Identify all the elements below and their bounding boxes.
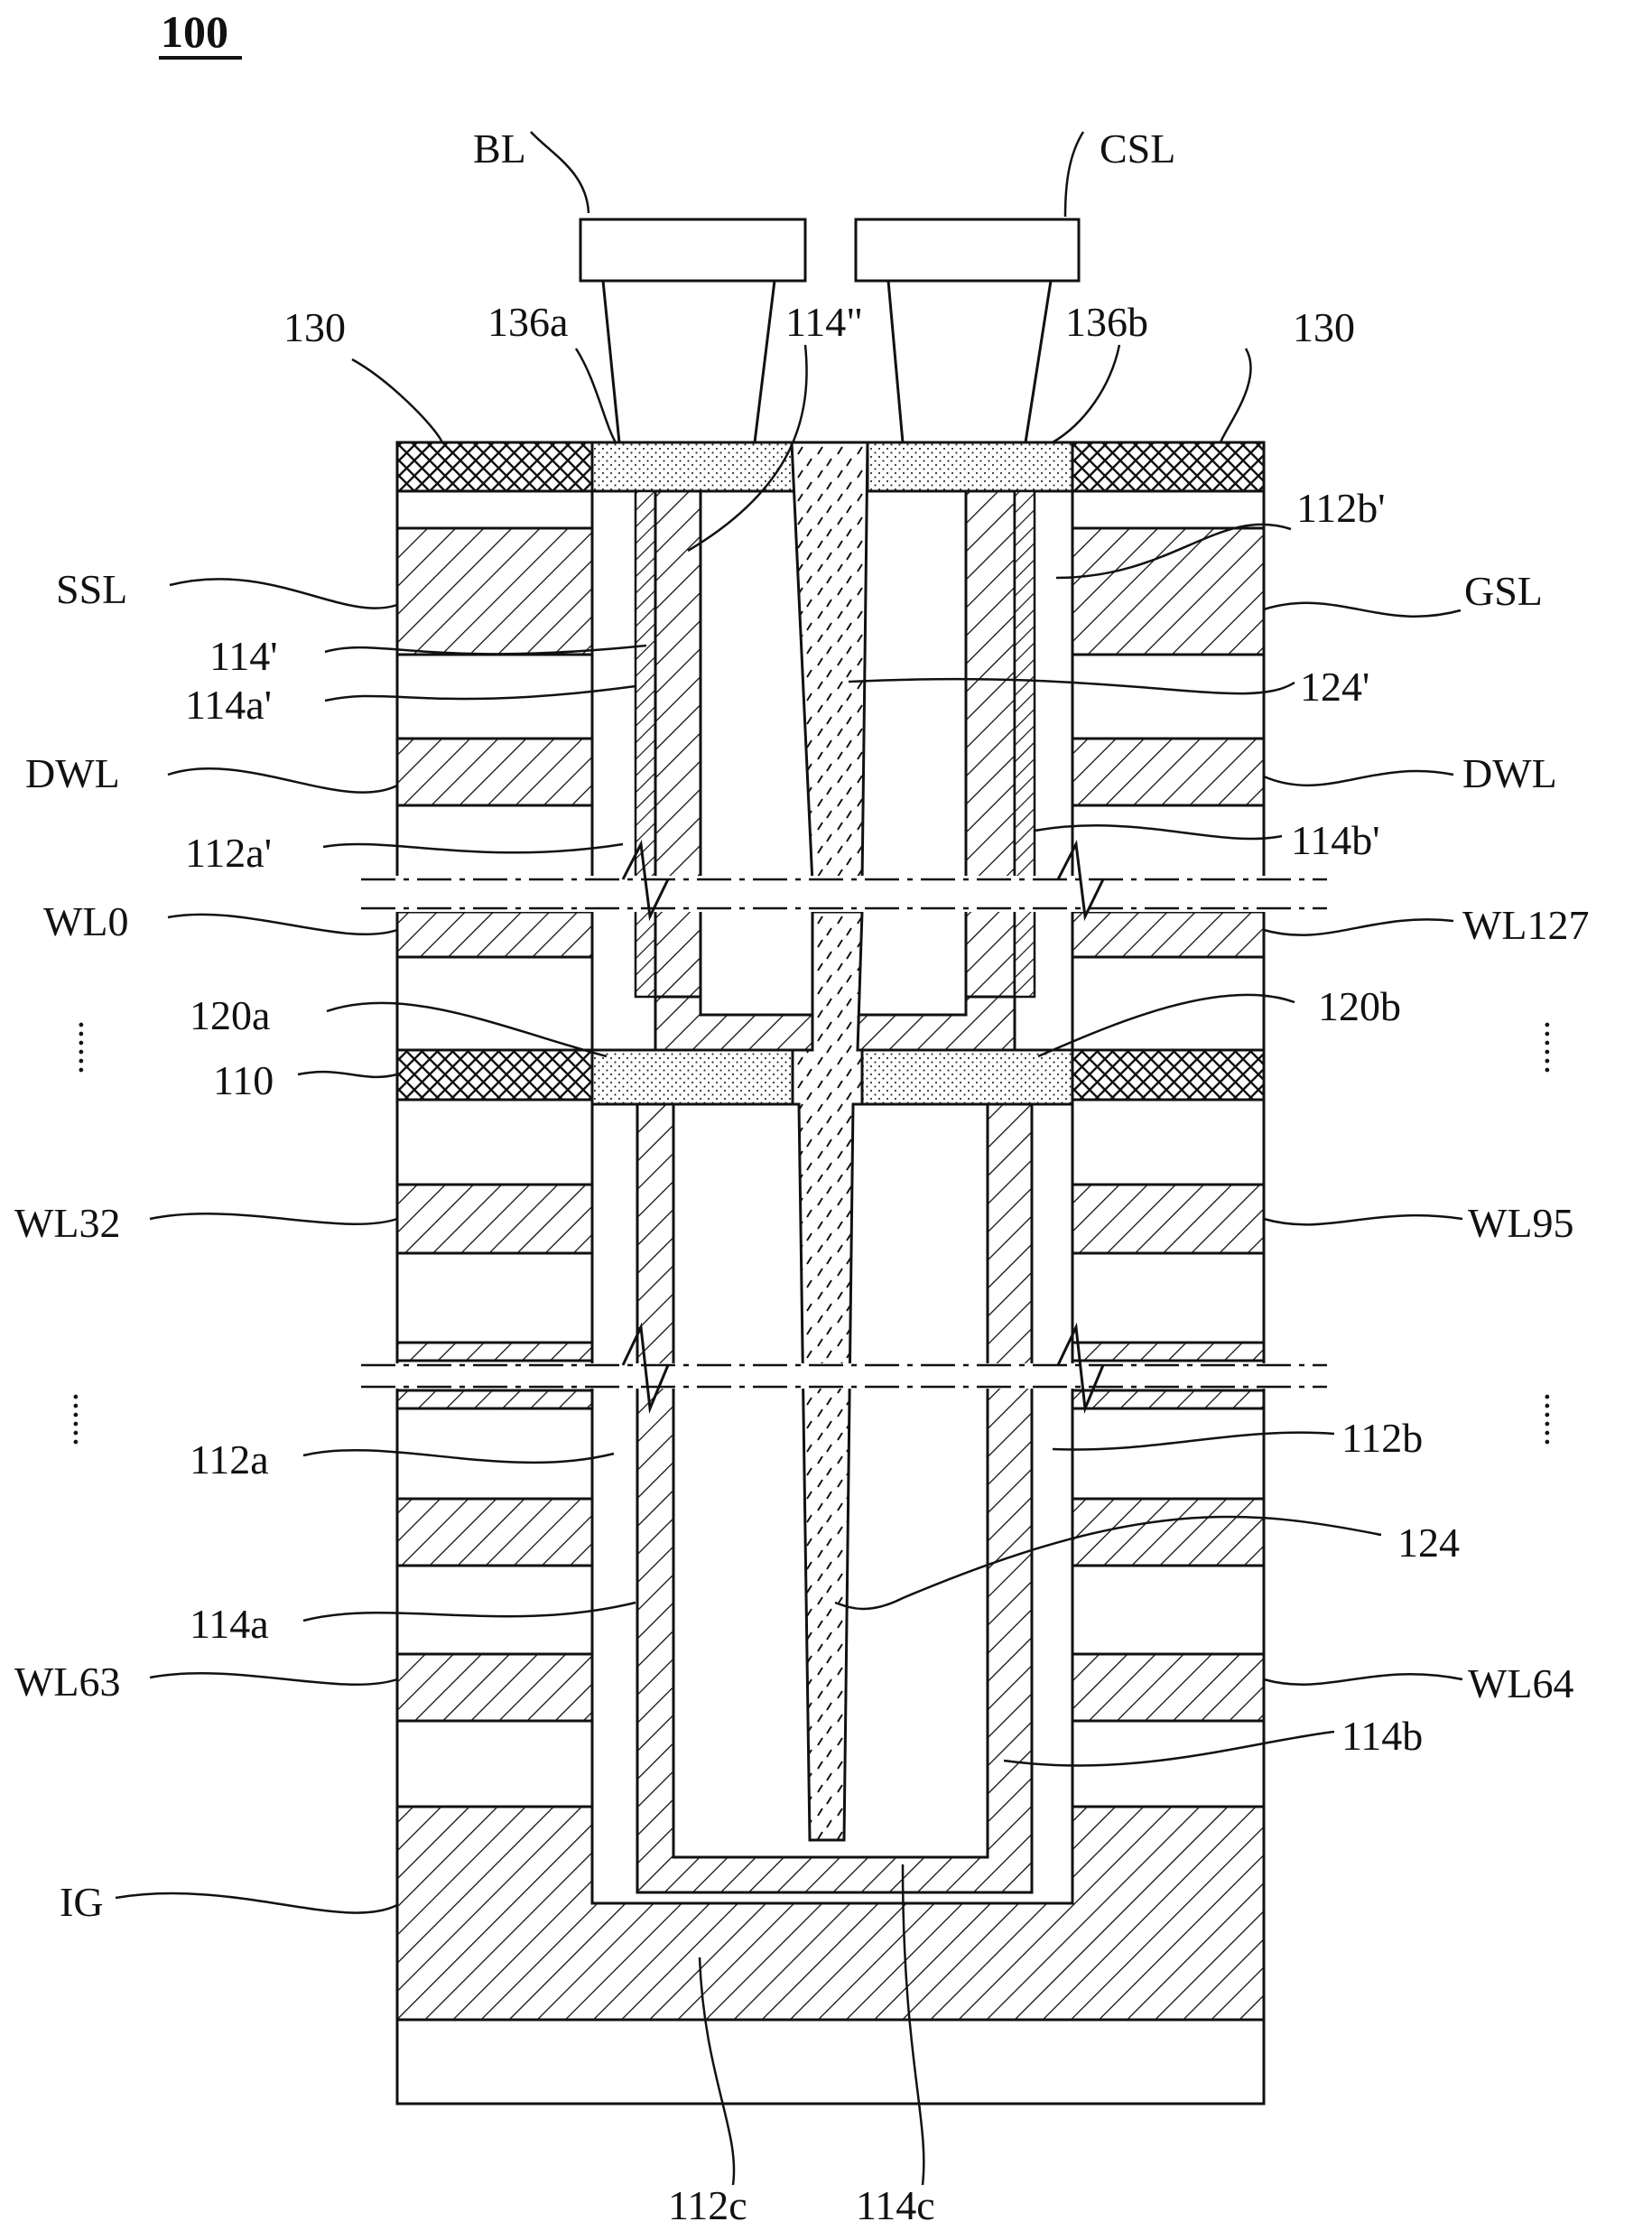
right-layers — [1071, 441, 1266, 1723]
dwl-layer-right — [1071, 737, 1266, 807]
label-114c: 114c — [856, 2182, 935, 2228]
label-wl95: WL95 — [1468, 1200, 1574, 1246]
csl-wire-right — [1024, 280, 1053, 443]
cap-130-right — [1071, 441, 1266, 493]
cap-130-left — [395, 441, 594, 493]
break-layer-right — [1071, 1341, 1266, 1362]
layer-110-right — [1071, 1048, 1266, 1102]
liner-114-prime — [654, 489, 702, 1017]
left-layers — [395, 441, 594, 1723]
label-130-right: 130 — [1293, 304, 1355, 350]
ellipsis-markers: ...... ...... ...... ...... — [66, 1020, 1578, 1446]
label-112a: 112a — [190, 1436, 269, 1483]
label-wl32: WL32 — [14, 1200, 121, 1246]
dwl-layer-left — [395, 737, 594, 807]
contact-120b — [860, 1048, 1074, 1106]
label-dwl-left: DWL — [25, 750, 120, 796]
wl95-layer — [1071, 1183, 1266, 1255]
label-112b-prime: 112b' — [1296, 485, 1386, 531]
layer-110-left — [395, 1048, 594, 1102]
break-line-lower — [361, 1322, 1327, 1414]
label-wl0: WL0 — [43, 898, 129, 944]
label-114a: 114a — [190, 1601, 269, 1647]
liner-114-lower — [636, 1102, 1034, 1894]
gsl-layer — [1071, 526, 1266, 656]
label-csl: CSL — [1100, 125, 1175, 172]
label-124: 124 — [1397, 1520, 1460, 1566]
ellipsis-left-lower: ...... — [66, 1392, 107, 1446]
layer-lower-right — [1071, 1497, 1266, 1567]
label-wl63: WL63 — [14, 1659, 121, 1705]
wl63-layer — [395, 1652, 594, 1723]
layer-lower-left — [395, 1497, 594, 1567]
label-bl: BL — [473, 125, 526, 172]
label-wl127: WL127 — [1462, 902, 1590, 948]
label-136b: 136b — [1065, 299, 1148, 345]
wl32-layer — [395, 1183, 594, 1255]
label-110: 110 — [213, 1057, 274, 1103]
leader-lines — [115, 131, 1463, 2186]
csl-wire-left — [886, 280, 905, 443]
liner-114b-prime — [1013, 489, 1036, 999]
label-dwl-right: DWL — [1462, 750, 1557, 796]
csl-pad — [854, 218, 1081, 283]
label-136a: 136a — [487, 299, 568, 345]
label-114b-prime: 114b' — [1291, 817, 1380, 863]
label-112c: 112c — [668, 2182, 747, 2228]
label-120a: 120a — [190, 992, 270, 1038]
labels: BL CSL 130 136a 114" 136b 130 112b' SSL … — [14, 125, 1590, 2228]
bl-wire-right — [753, 280, 776, 443]
label-114-prime: 114' — [209, 633, 278, 679]
break-line-upper — [361, 839, 1327, 922]
label-124-prime: 124' — [1300, 664, 1369, 710]
ellipsis-right-lower: ...... — [1537, 1392, 1578, 1446]
label-112b: 112b — [1341, 1415, 1423, 1461]
label-wl64: WL64 — [1468, 1660, 1574, 1706]
label-112a-prime: 112a' — [185, 830, 272, 876]
label-ssl: SSL — [56, 566, 127, 612]
break-layer-left — [395, 1341, 594, 1362]
label-114a-prime: 114a' — [185, 682, 272, 728]
label-gsl: GSL — [1464, 568, 1543, 614]
figure-id: 100 — [161, 6, 228, 57]
break-layer-left-2 — [395, 1389, 594, 1410]
ssl-layer — [395, 526, 594, 656]
ellipsis-right-upper: ...... — [1537, 1020, 1578, 1074]
liner-124-prime-right — [964, 489, 1016, 1017]
label-130-left: 130 — [283, 304, 346, 350]
break-layer-right-2 — [1071, 1389, 1266, 1410]
bl-wire-left — [601, 280, 621, 443]
wl64-layer — [1071, 1652, 1266, 1723]
wl127-layer — [1071, 910, 1266, 959]
contact-136b — [866, 441, 1074, 493]
ellipsis-left-upper: ...... — [71, 1020, 112, 1074]
label-114b: 114b — [1341, 1713, 1423, 1759]
liner-114a-prime — [634, 489, 657, 999]
label-ig: IG — [60, 1879, 104, 1925]
label-120b: 120b — [1318, 983, 1401, 1029]
wl0-layer — [395, 910, 594, 959]
bl-pad — [579, 218, 807, 283]
label-114dd: 114" — [785, 299, 863, 345]
contact-120a — [590, 1048, 794, 1106]
